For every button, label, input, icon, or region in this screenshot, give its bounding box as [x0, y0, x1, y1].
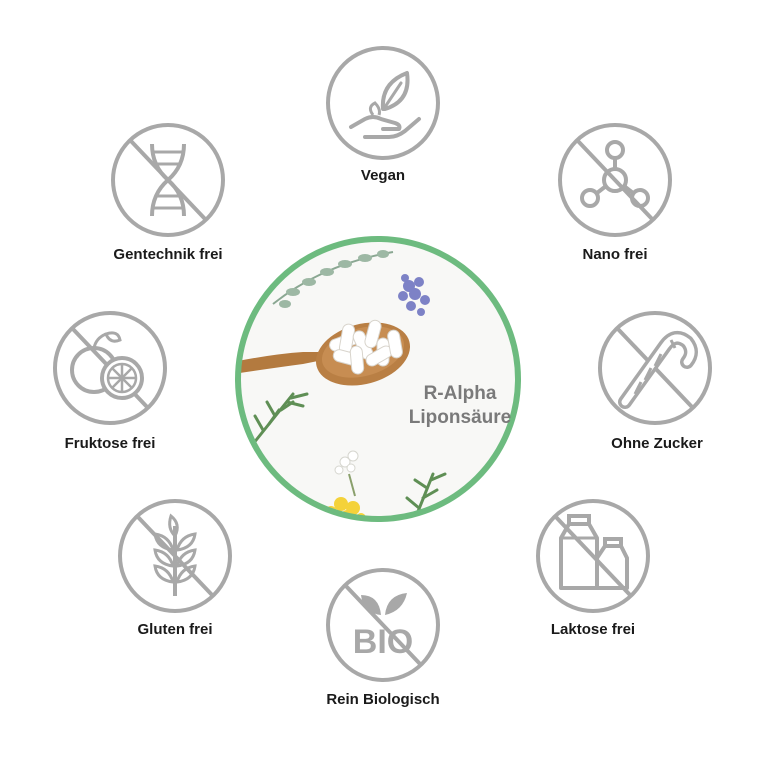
bio-badge: BIO — [323, 565, 443, 685]
vegan-label: Vegan — [360, 167, 406, 184]
nano-label: Nano frei — [582, 246, 648, 263]
eucalyptus-sprig — [272, 250, 394, 308]
nano-badge — [555, 120, 675, 240]
milk-carton-icon — [536, 499, 650, 613]
bio-icon-text: BIO — [353, 623, 413, 661]
zucker-label: Ohne Zucker — [611, 435, 703, 452]
green-ring — [235, 236, 521, 522]
dna-icon — [111, 123, 225, 237]
gluten-badge — [115, 496, 235, 616]
product-image — [233, 234, 523, 524]
product-name: R-Alpha Liponsäure — [390, 382, 530, 430]
vegan-badge — [323, 43, 443, 163]
fruktose-badge — [50, 308, 170, 428]
gentechnik-label: Gentechnik frei — [113, 246, 223, 263]
lavender-flower — [398, 274, 430, 316]
product-name-line1: R-Alpha — [423, 383, 497, 404]
gentechnik-badge — [108, 120, 228, 240]
bio-icon: BIO — [326, 568, 440, 682]
bio-label: Rein Biologisch — [326, 691, 440, 708]
product-name-line2: Liponsäure — [408, 407, 512, 428]
laktose-badge — [533, 496, 653, 616]
fruit-icon — [53, 311, 167, 425]
fruktose-label: Fruktose frei — [64, 435, 156, 452]
white-flower — [334, 450, 359, 497]
capsules — [329, 319, 403, 375]
molecule-icon — [558, 123, 672, 237]
laktose-label: Laktose frei — [550, 621, 636, 638]
leaf-hand-icon — [326, 46, 440, 160]
gluten-label: Gluten frei — [137, 621, 213, 638]
candy-cane-icon — [598, 311, 712, 425]
rosemary-sprig — [251, 392, 309, 446]
wheat-icon — [118, 499, 232, 613]
zucker-badge — [595, 308, 715, 428]
